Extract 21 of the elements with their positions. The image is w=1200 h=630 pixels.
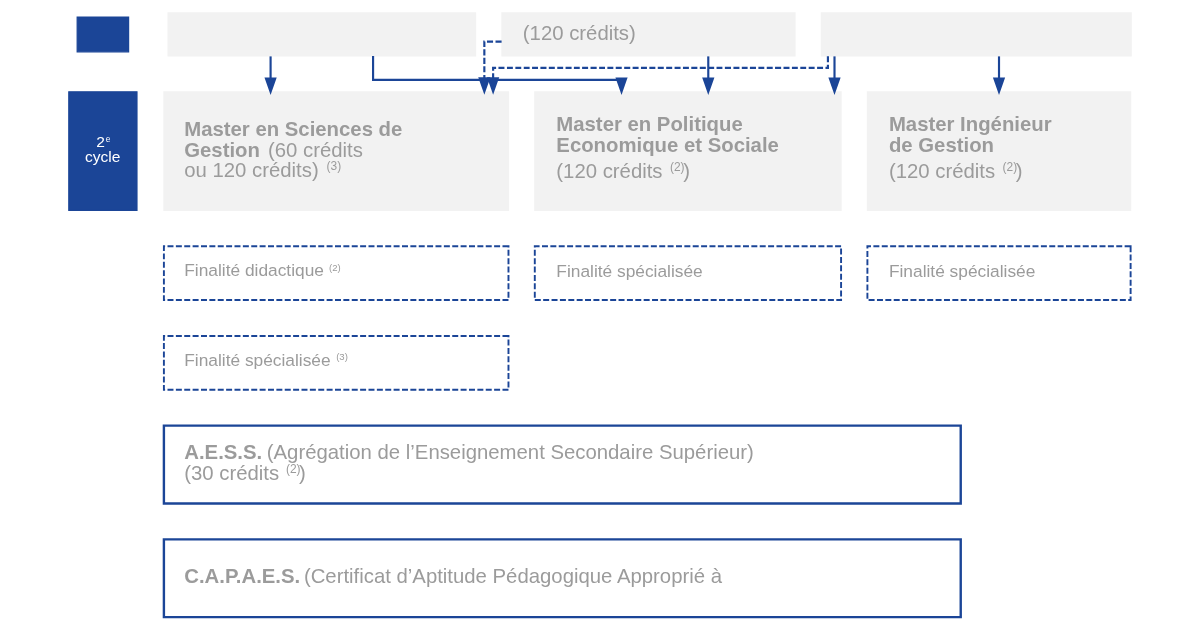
arrow <box>478 40 502 95</box>
node-box: C.A.P.A.E.S. (Certificat d’Aptitude Pédagogique Approprié à <box>162 538 962 619</box>
node-box: Master Ingénieur de Gestion (120 crédits $^{(2)}$) <box>866 91 1132 211</box>
arrow <box>828 56 841 96</box>
node-bar <box>76 16 130 53</box>
arrow <box>264 56 277 96</box>
arrow <box>372 56 628 95</box>
arrow <box>487 56 829 95</box>
node-box: A.E.S.S. (Agrégation de l’Enseignement Secondaire Supérieur) (30 crédits $^{(2)}$) <box>162 424 962 505</box>
node-box: Master en Sciences de Gestion (60 crédits ou 120 crédits) $^{(3)}$ <box>163 91 510 211</box>
node-box: 2$^{e}$ cycle <box>68 91 138 211</box>
arrow <box>702 56 715 96</box>
node-box: Finalité spécialisée <box>866 245 1132 301</box>
node-box: Master en Politique Economique et Sociale (120 crédits $^{(2)}$) <box>534 91 842 211</box>
node-box: Finalité didactique $^{(2)}$ <box>162 245 510 301</box>
node-box <box>820 12 1132 57</box>
node-box <box>167 12 477 57</box>
node-box: Finalité spécialisée $^{(3)}$ <box>162 335 510 391</box>
node-box: Finalité spécialisée <box>533 245 843 301</box>
arrow <box>992 56 1006 96</box>
node-box: (120 crédits) <box>501 12 796 57</box>
